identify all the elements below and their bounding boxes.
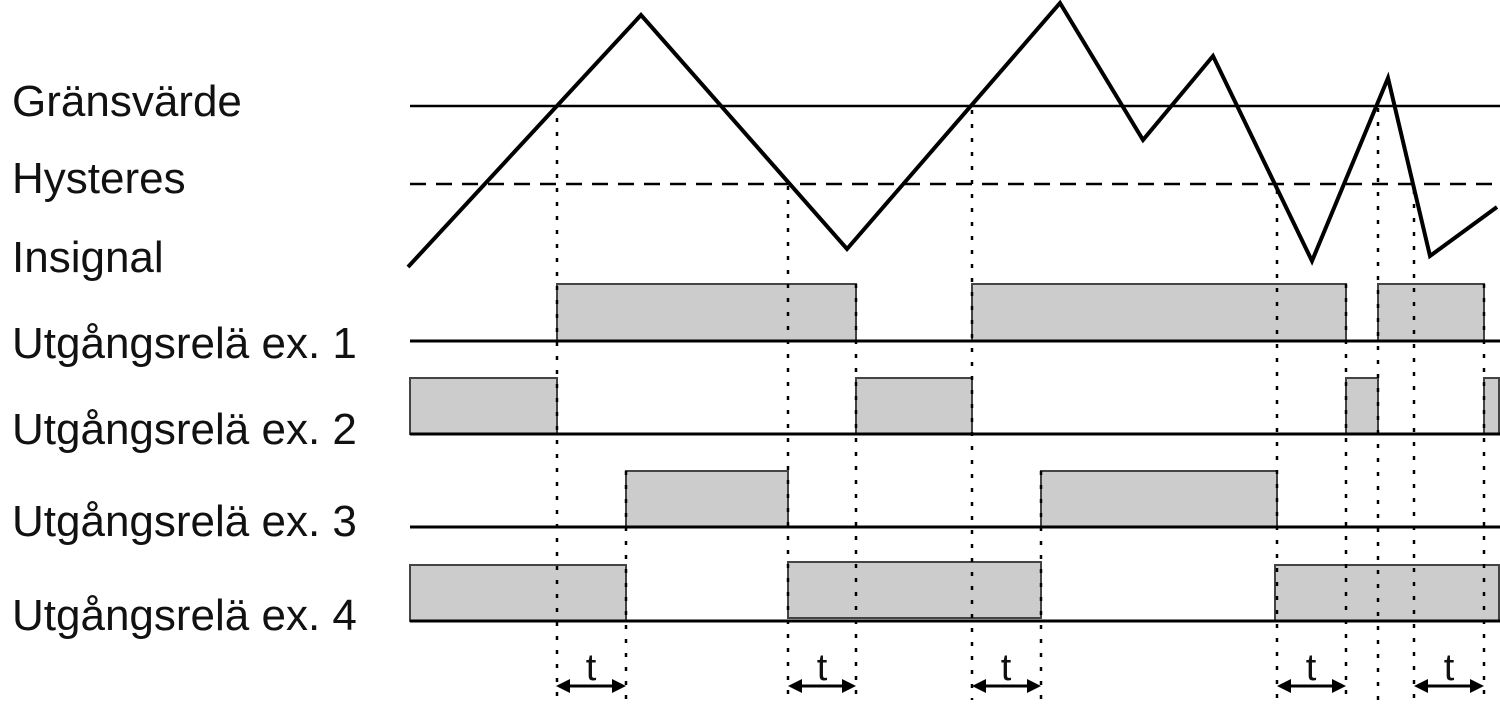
- relay-3-pulse: [1040, 470, 1278, 528]
- delay-label: t: [1444, 647, 1455, 689]
- relay-4-pulse: [787, 561, 1042, 619]
- relay-1-pulse: [556, 283, 857, 342]
- input-signal-line: [406, 0, 1499, 269]
- delay-indicator: t: [1414, 647, 1484, 693]
- relay-2-pulse: [409, 377, 558, 435]
- delay-label: t: [817, 647, 828, 689]
- delay-indicator: t: [972, 647, 1041, 693]
- label-relay-3: Utgångsrelä ex. 3: [12, 497, 357, 546]
- label-relay-2: Utgångsrelä ex. 2: [12, 405, 357, 454]
- label-hysteresis: Hysteres: [12, 154, 186, 203]
- delay-indicator: t: [1277, 647, 1346, 693]
- delay-label: t: [586, 647, 597, 689]
- delay-indicator: t: [556, 647, 626, 693]
- relay-1-pulse: [971, 283, 1347, 342]
- relay-4-pulse: [1274, 564, 1500, 622]
- relay-4-pulse: [409, 564, 627, 622]
- relay-2-pulse: [1483, 377, 1500, 435]
- relay-1-pulse: [1377, 283, 1485, 342]
- delay-label: t: [1306, 647, 1317, 689]
- label-threshold: Gränsvärde: [12, 77, 242, 126]
- delay-indicator: t: [788, 647, 856, 693]
- relay-2-pulse: [855, 377, 973, 435]
- relay-2-pulse: [1345, 377, 1379, 435]
- delay-label: t: [1001, 647, 1012, 689]
- label-input: Insignal: [12, 233, 164, 282]
- label-relay-4: Utgångsrelä ex. 4: [12, 591, 357, 640]
- label-relay-1: Utgångsrelä ex. 1: [12, 319, 357, 368]
- relay-3-pulse: [625, 470, 789, 528]
